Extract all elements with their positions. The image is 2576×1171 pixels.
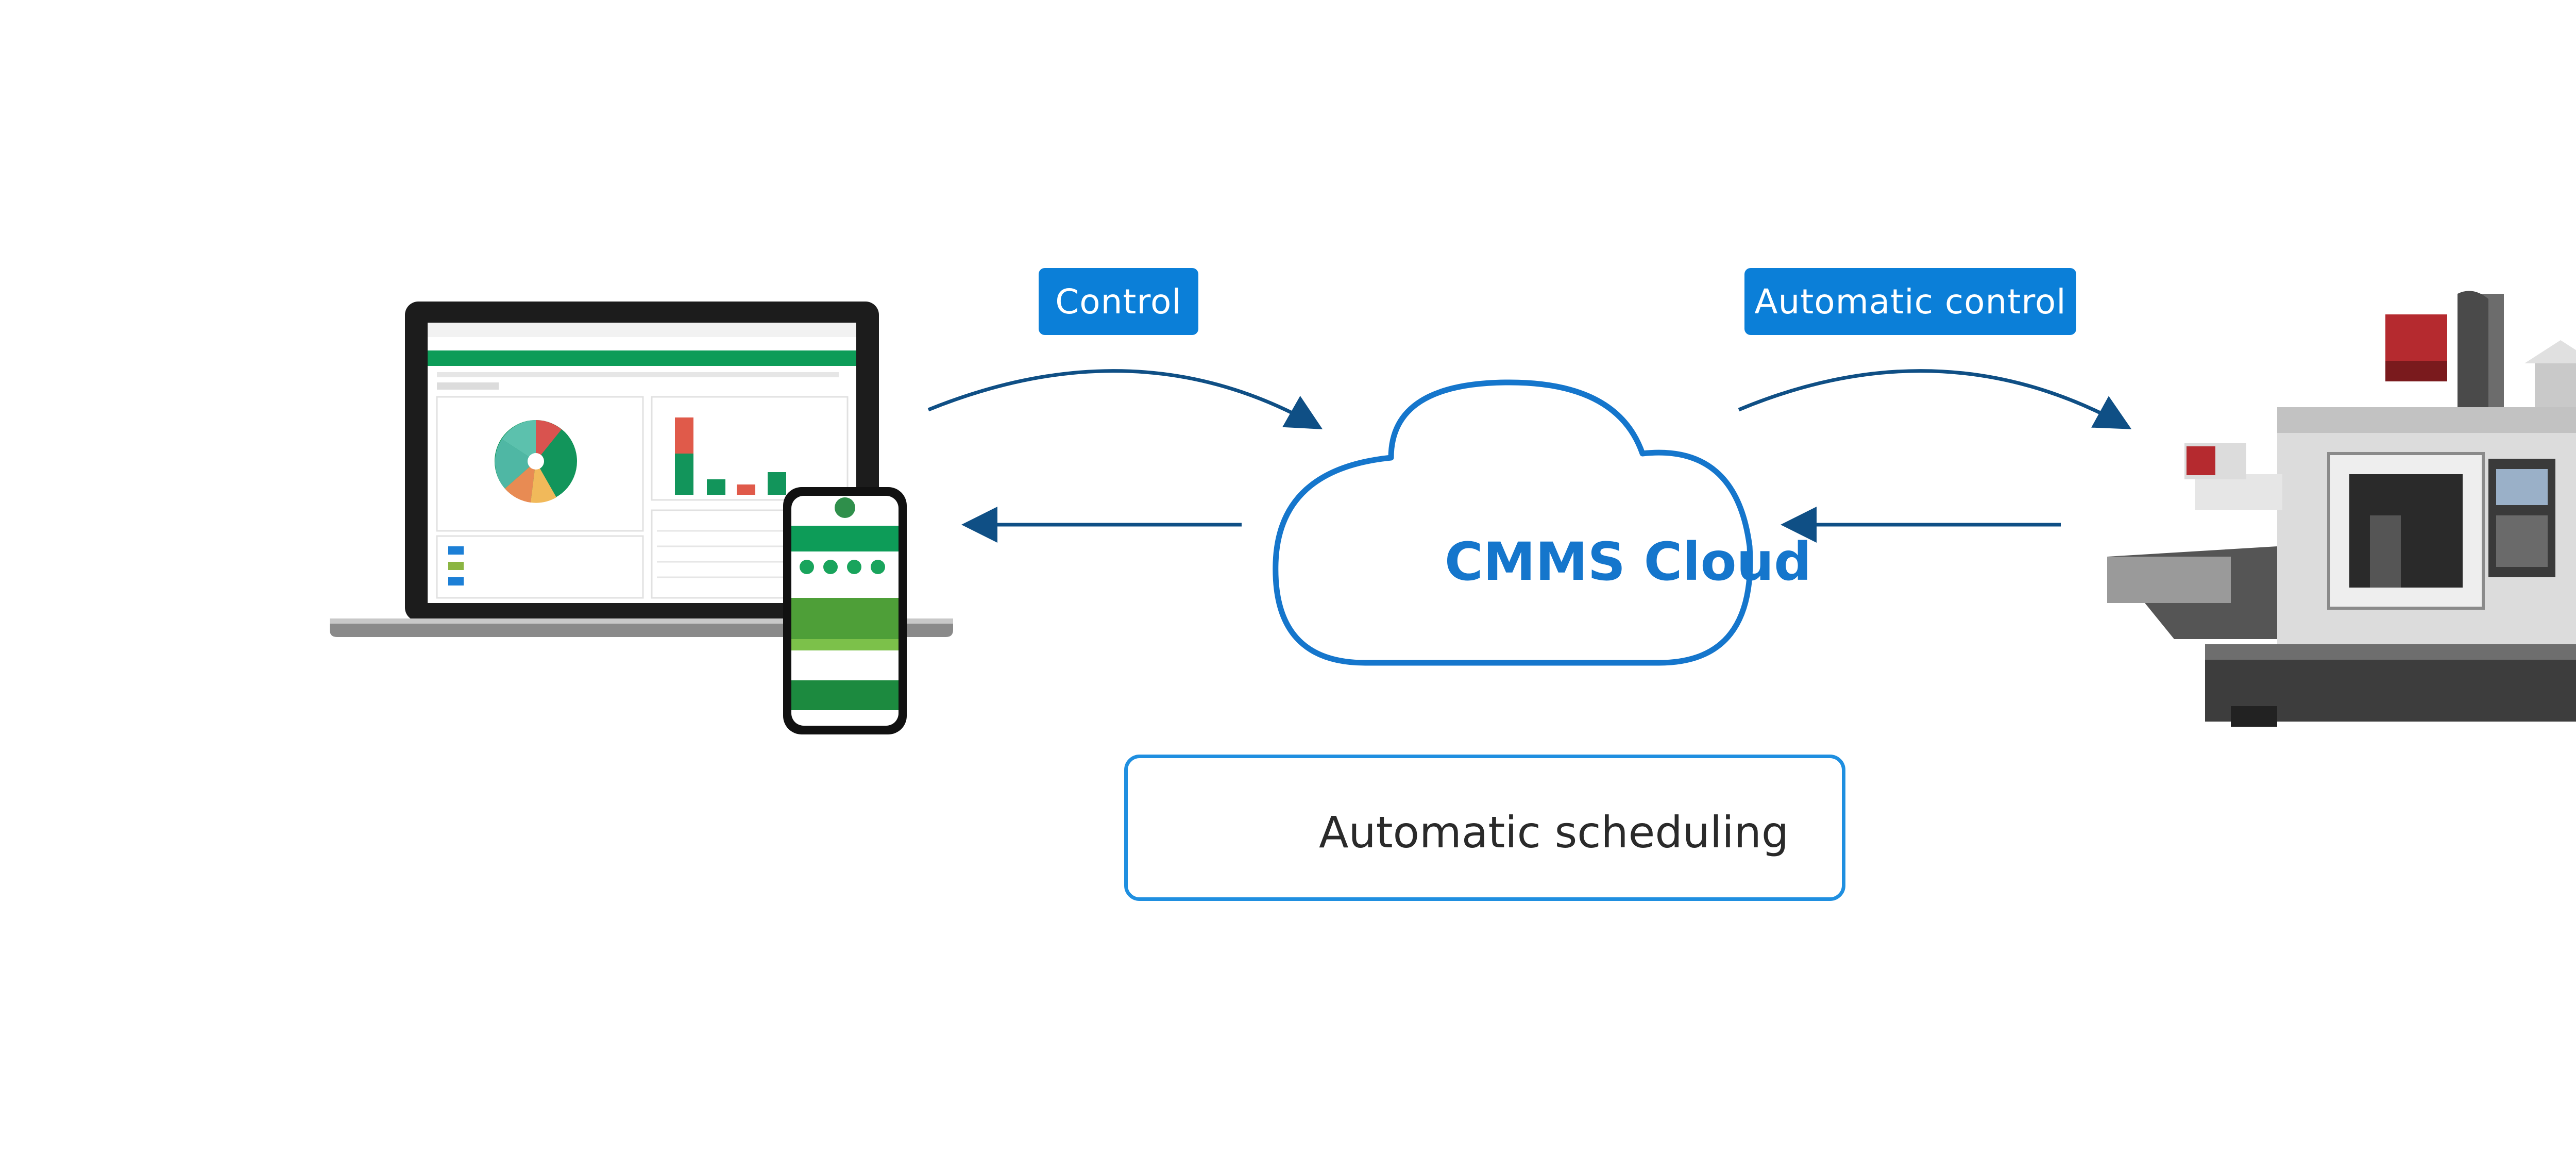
cloud-icon — [1273, 379, 1753, 666]
scheduling-box — [1124, 755, 1845, 901]
cnc-machine-icon — [2107, 291, 2576, 727]
arrow-cloud-to-machine — [1738, 369, 2132, 429]
laptop-and-phone-icon — [330, 302, 953, 734]
control-label: Control — [1039, 268, 1198, 335]
automatic-control-label: Automatic control — [1744, 268, 2076, 335]
cloud-title: CMMS Cloud — [1444, 531, 1812, 593]
scheduling-label: Automatic scheduling — [1319, 807, 1789, 858]
arrow-control-to-cloud — [927, 369, 1323, 429]
